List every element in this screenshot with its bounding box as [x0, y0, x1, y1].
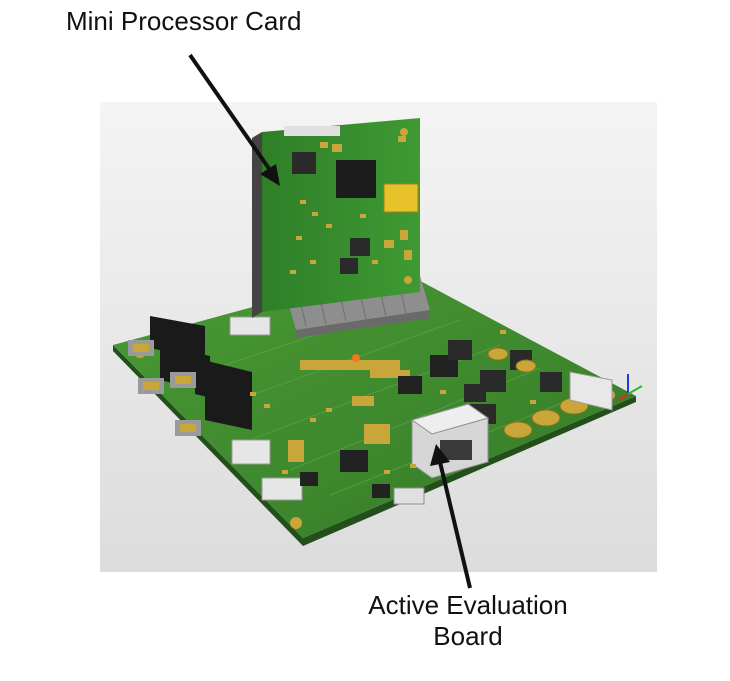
card-processor-ic	[336, 160, 376, 198]
active-evaluation-board-label-line2: Board	[433, 621, 503, 651]
card-smd-components	[290, 136, 412, 274]
side-connector	[569, 371, 613, 411]
card-edge	[252, 132, 262, 318]
card-ic	[350, 238, 370, 256]
active-evaluation-board-label-line1: Active Evaluation	[368, 590, 568, 620]
header-connector	[231, 439, 271, 465]
orange-marker	[352, 354, 360, 362]
active-evaluation-board-label: Active Evaluation Board	[345, 590, 591, 652]
usb-connector	[393, 487, 425, 505]
header-connector	[261, 477, 303, 501]
ic-chip	[372, 484, 390, 498]
callout-arrow-active-evaluation-board	[430, 444, 472, 589]
ic-chip	[398, 376, 422, 394]
ic-chip	[340, 450, 368, 472]
callout-arrow-mini-processor-card	[188, 53, 280, 186]
axis-triad	[617, 374, 643, 401]
pin-headers	[288, 360, 410, 462]
ethernet-jack	[410, 403, 490, 479]
mini-processor-card-label: Mini Processor Card	[66, 6, 302, 36]
card-ic	[292, 152, 316, 174]
active-evaluation-board	[113, 268, 643, 546]
board-edge	[113, 345, 636, 546]
db-connectors	[128, 316, 252, 436]
card-ic	[340, 258, 358, 274]
ic-chip	[300, 472, 318, 486]
mounting-hole	[290, 517, 302, 529]
smd-components	[250, 330, 536, 474]
header-connector	[229, 316, 271, 336]
card-mounting-hole	[404, 276, 412, 284]
mini-processor-card	[252, 118, 420, 318]
card-yellow-component	[383, 183, 419, 213]
card-mounting-hole	[400, 128, 408, 136]
ic-chip	[430, 355, 458, 377]
